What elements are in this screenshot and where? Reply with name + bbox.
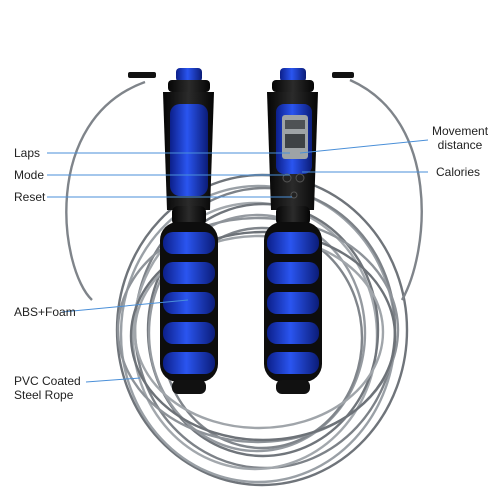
callout-lines: [47, 139, 429, 383]
calories-label: Calories: [436, 165, 481, 179]
abs-foam-label: ABS+Foam: [14, 305, 76, 319]
rope-label-line2: Steel Rope: [14, 388, 74, 402]
reset-label: Reset: [14, 190, 46, 204]
mode-label: Mode: [14, 168, 45, 182]
calories-button: [295, 173, 305, 183]
movement-label-line2: distance: [437, 138, 483, 152]
coiled-steel-rope: [115, 173, 409, 487]
rope-material-label: PVC Coated Steel Rope: [14, 374, 81, 402]
outer-rope-loop: [65, 78, 423, 301]
reset-button: [290, 191, 298, 199]
left-handle: [128, 68, 218, 394]
mode-button: [282, 173, 292, 183]
movement-label-line1: Movement: [432, 124, 489, 138]
movement-distance-label: Movement distance: [432, 124, 488, 152]
laps-label: Laps: [14, 146, 41, 160]
rope-label-line1: PVC Coated: [14, 374, 81, 388]
right-handle: [264, 68, 354, 394]
